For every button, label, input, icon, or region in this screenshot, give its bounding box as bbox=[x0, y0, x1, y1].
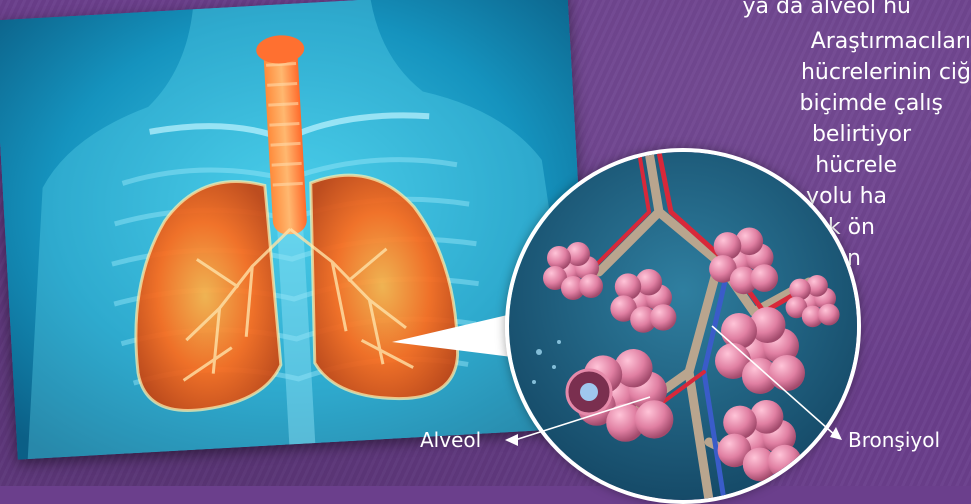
label-alveol: Alveol bbox=[420, 428, 481, 452]
label-bronsiyol: Bronşiyol bbox=[848, 428, 940, 452]
label-pointers bbox=[0, 0, 971, 486]
